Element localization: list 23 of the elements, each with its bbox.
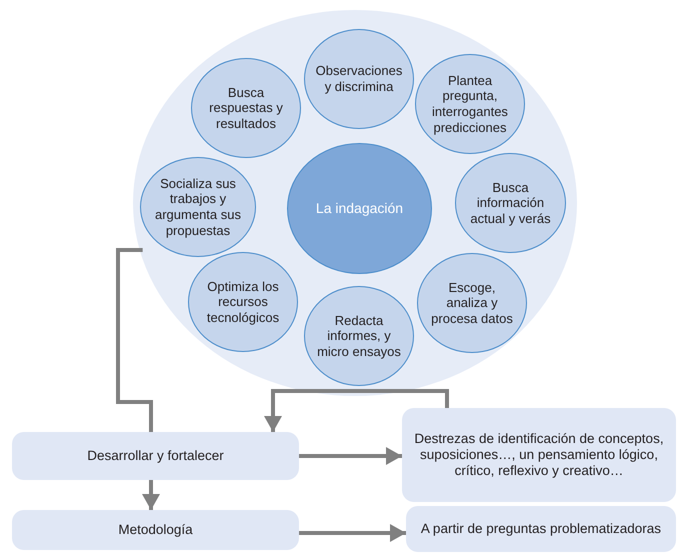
node-label: A partir de preguntas problematizadoras <box>420 520 662 538</box>
process-box <box>12 510 299 550</box>
node-label: Observaciones y discrimina <box>316 63 402 95</box>
arrow <box>264 389 449 432</box>
node-label: Destrezas de identificación de conceptos, suposiciones…, un pensamiento lógico, crítico, reflexivo y creativo… <box>413 430 665 480</box>
arrow <box>142 480 160 510</box>
node-label: Busca información actual y verás <box>469 180 552 226</box>
connector-line <box>116 248 153 432</box>
node-label: Plantea pregunta, interrogantes predicciones <box>431 72 509 136</box>
arrow <box>299 524 406 542</box>
node-label: Socializa sus trabajos y argumenta sus propuestas <box>154 176 242 238</box>
process-box <box>402 408 676 502</box>
process-box <box>406 506 676 552</box>
node-label: Desarrollar y fortalecer <box>87 448 224 464</box>
node-label: Escoge, analiza y procesa datos <box>430 280 514 326</box>
node-label: La indagación <box>316 200 404 217</box>
process-box <box>12 432 299 480</box>
circle-node <box>140 157 256 257</box>
node-label: Redacta informes, y micro ensayos <box>316 312 402 360</box>
node-label: Optimiza los recursos tecnológicos <box>206 278 280 326</box>
node-label: Busca respuestas y resultados <box>208 84 284 132</box>
node-label: Metodología <box>118 522 193 538</box>
arrow <box>299 447 402 465</box>
